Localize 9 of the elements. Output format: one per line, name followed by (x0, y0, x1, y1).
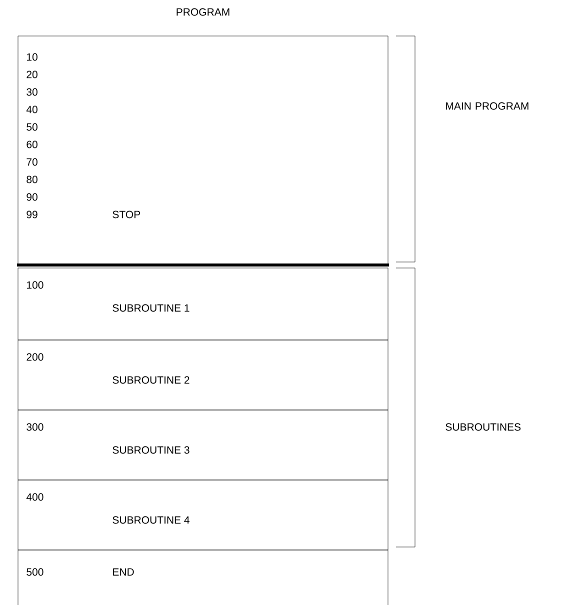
code-block: 300 SUBROUTINE 3 (18, 410, 388, 480)
code-block: 500 END (18, 550, 388, 605)
code-block: 200 SUBROUTINE 2 (18, 340, 388, 410)
bracket-label: MAIN PROGRAM (446, 102, 528, 110)
heading: PROGRAM (176, 8, 230, 16)
program-block: 10 20 30 40 50 60 70 80 90 99 STOP (17, 36, 389, 266)
bracket-label: SUBROUTINES (446, 423, 521, 431)
code-block: 100 SUBROUTINE 1 (18, 268, 388, 340)
code-block: 400 SUBROUTINE 4 (18, 480, 388, 550)
